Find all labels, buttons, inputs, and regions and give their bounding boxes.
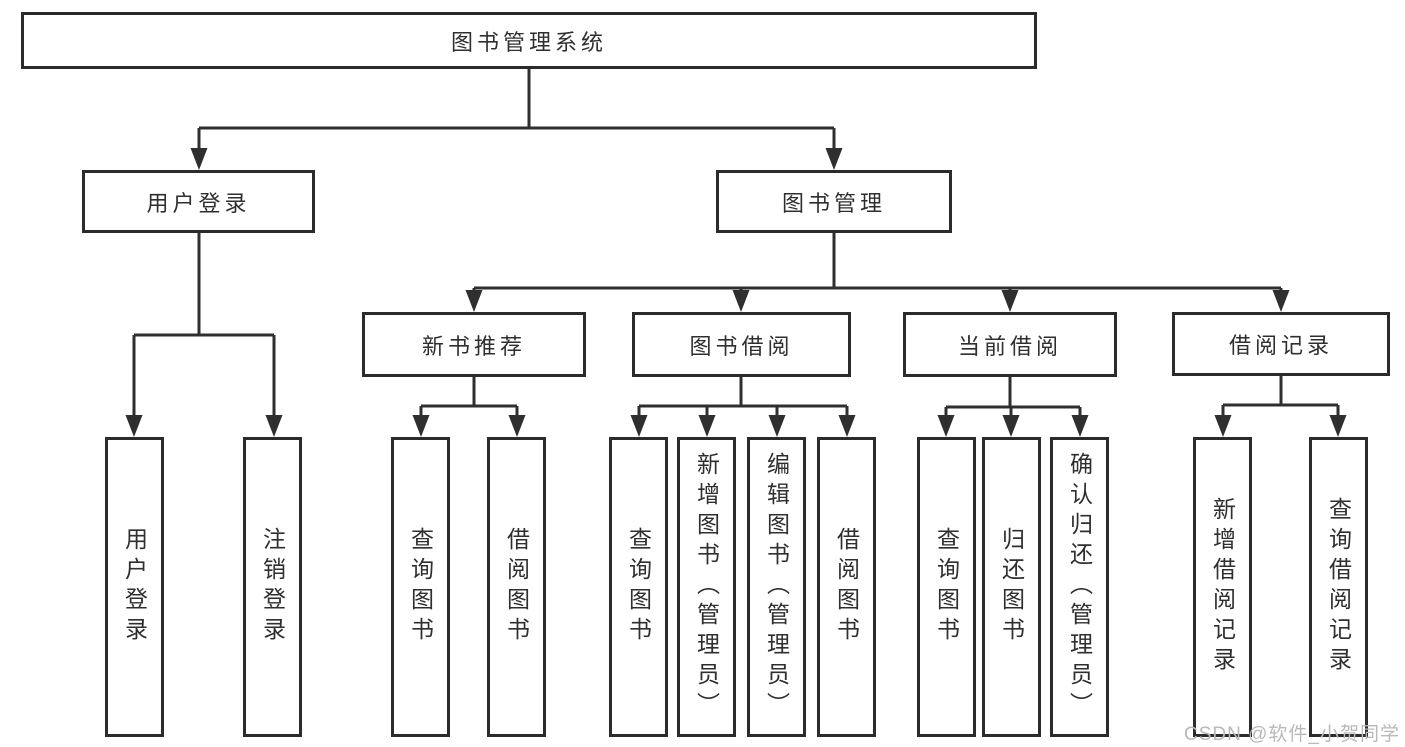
node-system-root: 图书管理系统	[21, 12, 1037, 69]
csdn-watermark: CSDN @软件_小贺同学	[1184, 724, 1400, 745]
arrow-down-icon	[508, 415, 526, 437]
leaf-add-borrow-record: 新增借阅记录	[1193, 437, 1252, 737]
node-book-borrowing: 图书借阅	[632, 312, 851, 377]
node-user-login-group: 用户登录	[82, 170, 315, 233]
leaf-query-books-current: 查询图书	[917, 437, 976, 737]
arrow-down-icon	[125, 415, 143, 437]
node-borrow-records: 借阅记录	[1172, 312, 1390, 376]
arrow-down-icon	[937, 415, 955, 437]
node-new-book-recommend: 新书推荐	[362, 312, 586, 377]
arrow-down-icon	[1002, 415, 1020, 437]
connector-current-borrowing-split	[944, 377, 1082, 417]
connector-book-management-split	[472, 233, 1283, 293]
leaf-add-books-admin: 新增图书（管理员）	[677, 437, 736, 737]
node-book-management: 图书管理	[716, 170, 952, 233]
leaf-user-login: 用户登录	[105, 437, 164, 737]
node-current-borrowing: 当前借阅	[903, 312, 1117, 377]
leaf-query-borrow-record: 查询借阅记录	[1309, 437, 1368, 737]
arrow-down-icon	[768, 415, 786, 437]
arrow-down-icon	[265, 415, 283, 437]
leaf-edit-books-admin: 编辑图书（管理员）	[747, 437, 806, 737]
arrow-down-icon	[1071, 415, 1089, 437]
connector-new-book-split	[419, 377, 519, 417]
connector-root-split	[197, 69, 836, 150]
connector-user-login-split	[132, 233, 276, 417]
arrow-down-icon	[1272, 290, 1290, 312]
arrow-down-icon	[838, 415, 856, 437]
arrow-down-icon	[1329, 415, 1347, 437]
leaf-return-books: 归还图书	[982, 437, 1041, 737]
arrow-down-icon	[698, 415, 716, 437]
leaf-borrow-books-borrowing: 借阅图书	[817, 437, 876, 737]
arrow-down-icon	[1001, 290, 1019, 312]
connector-borrow-records-split	[1221, 376, 1340, 417]
leaf-query-books-borrowing: 查询图书	[609, 437, 668, 737]
arrow-down-icon	[825, 148, 843, 170]
leaf-confirm-return-admin: 确认归还（管理员）	[1050, 437, 1109, 737]
arrow-down-icon	[190, 148, 208, 170]
arrow-down-icon	[1214, 415, 1232, 437]
leaf-query-books-recommend: 查询图书	[391, 437, 450, 737]
connector-book-borrowing-split	[637, 377, 849, 417]
arrow-down-icon	[412, 415, 430, 437]
leaf-logout: 注销登录	[243, 437, 302, 737]
arrow-down-icon	[465, 290, 483, 312]
arrow-down-icon	[732, 290, 750, 312]
leaf-borrow-books-recommend: 借阅图书	[487, 437, 546, 737]
arrow-down-icon	[630, 415, 648, 437]
